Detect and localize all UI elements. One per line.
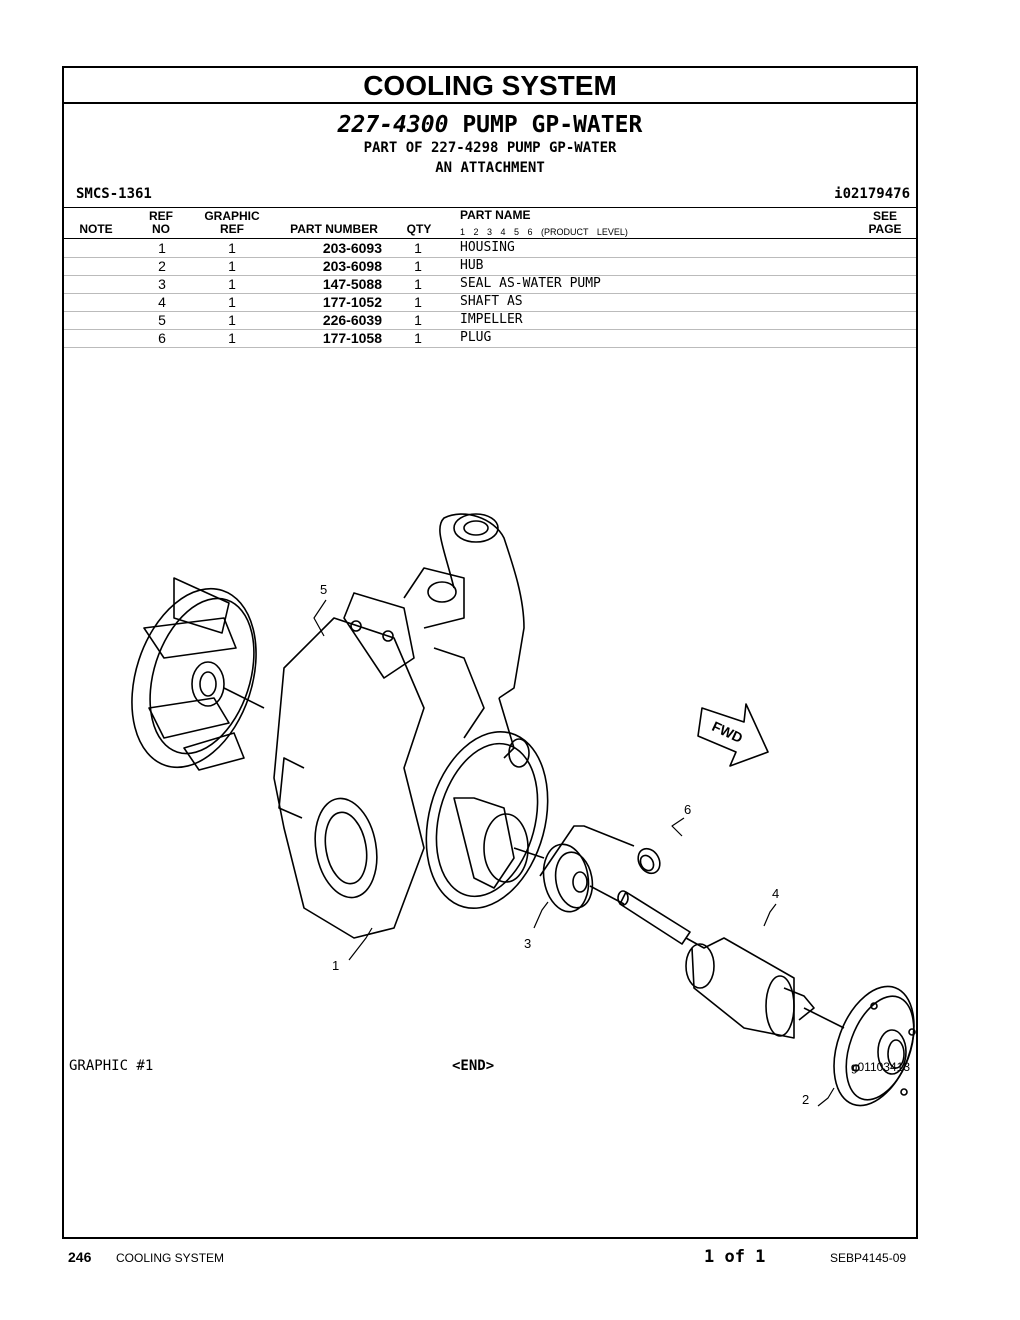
row-part-name: HUB xyxy=(460,258,484,273)
table-row: 6 1 177-1058 1 PLUG xyxy=(64,329,916,348)
smcs-code: SMCS-1361 xyxy=(76,186,152,202)
callout-6: 6 xyxy=(684,802,691,817)
col-part-name: PART NAME xyxy=(460,208,531,222)
fwd-arrow: FWD xyxy=(697,703,769,767)
row-ref: 5 xyxy=(158,312,166,328)
attachment-line: AN ATTACHMENT xyxy=(435,160,545,176)
row-part-name: SHAFT AS xyxy=(460,294,523,309)
seal-drawing xyxy=(513,843,625,913)
housing-drawing xyxy=(273,513,549,939)
row-graphic: 1 xyxy=(228,294,236,310)
table-row: 4 1 177-1052 1 SHAFT AS xyxy=(64,293,916,312)
graphic-id: g01103413 xyxy=(850,1060,910,1074)
col-see-bottom: PAGE xyxy=(868,222,902,236)
callout-5: 5 xyxy=(320,582,327,597)
table-row: 1 1 203-6093 1 HOUSING xyxy=(64,239,916,258)
row-ref: 3 xyxy=(158,276,166,292)
part-of-line: PART OF 227-4298 PUMP GP-WATER xyxy=(363,140,617,156)
col-note: NOTE xyxy=(79,222,113,236)
row-part-number: 177-1052 xyxy=(322,294,382,310)
end-marker: <END> xyxy=(452,1058,495,1074)
row-ref: 6 xyxy=(158,330,166,346)
row-qty: 1 xyxy=(414,312,422,328)
fwd-label: FWD xyxy=(710,718,746,746)
col-graphic-bottom: REF xyxy=(220,222,244,236)
table-row: 2 1 203-6098 1 HUB xyxy=(64,257,916,276)
table-row: 5 1 226-6039 1 IMPELLER xyxy=(64,311,916,330)
row-part-number: 147-5088 xyxy=(322,276,382,292)
row-part-number: 203-6098 xyxy=(322,258,382,274)
row-qty: 1 xyxy=(414,240,422,256)
row-ref: 2 xyxy=(158,258,166,274)
row-part-number: 177-1058 xyxy=(322,330,382,346)
row-qty: 1 xyxy=(414,330,422,346)
section-title: COOLING SYSTEM xyxy=(64,68,916,104)
col-qty: QTY xyxy=(406,222,432,236)
group-heading: 227-4300 PUMP GP-WATER xyxy=(64,112,916,138)
col-see-top: SEE xyxy=(872,209,897,223)
col-graphic: GRAPHIC REF xyxy=(198,210,266,236)
row-graphic: 1 xyxy=(228,258,236,274)
impeller-drawing xyxy=(131,577,265,771)
row-part-name: IMPELLER xyxy=(460,312,523,327)
group-part-number: 227-4300 xyxy=(337,112,449,138)
illustration-id: i02179476 xyxy=(834,186,910,202)
row-part-name: SEAL AS-WATER PUMP xyxy=(460,276,601,291)
row-part-name: PLUG xyxy=(460,330,492,345)
header-top-rule xyxy=(64,207,916,208)
footer-doc-id: SEBP4145-09 xyxy=(830,1251,907,1265)
row-qty: 1 xyxy=(414,258,422,274)
col-ref-bottom: NO xyxy=(152,222,170,236)
callout-leaders xyxy=(313,599,835,1107)
header-bottom-rule xyxy=(64,238,916,239)
shaft-drawing xyxy=(617,890,845,1039)
footer-page-number: 246 xyxy=(68,1249,92,1265)
row-graphic: 1 xyxy=(228,330,236,346)
col-ref: REF NO xyxy=(144,210,178,236)
col-part-number: PART NUMBER xyxy=(290,222,378,236)
row-graphic: 1 xyxy=(228,276,236,292)
row-part-number: 203-6093 xyxy=(322,240,382,256)
callout-3: 3 xyxy=(524,936,531,951)
callout-2: 2 xyxy=(802,1092,809,1107)
hub-drawing xyxy=(833,985,916,1107)
col-see-page: SEE PAGE xyxy=(860,210,910,236)
row-part-name: HOUSING xyxy=(460,240,515,255)
exploded-view-drawing: FWD 5 1 3 6 4 2 xyxy=(131,513,916,1107)
plug-drawing xyxy=(539,825,661,877)
row-qty: 1 xyxy=(414,294,422,310)
callout-1: 1 xyxy=(332,958,339,973)
row-ref: 4 xyxy=(158,294,166,310)
footer-section: COOLING SYSTEM xyxy=(116,1251,225,1265)
row-ref: 1 xyxy=(158,240,166,256)
product-levels: 1 2 3 4 5 6 (PRODUCT LEVEL) xyxy=(460,227,628,237)
row-part-number: 226-6039 xyxy=(322,312,382,328)
row-graphic: 1 xyxy=(228,312,236,328)
row-qty: 1 xyxy=(414,276,422,292)
callout-4: 4 xyxy=(772,886,779,901)
row-graphic: 1 xyxy=(228,240,236,256)
table-row: 3 1 147-5088 1 SEAL AS-WATER PUMP xyxy=(64,275,916,294)
graphic-label: GRAPHIC #1 xyxy=(69,1058,154,1074)
page-frame: COOLING SYSTEM 227-4300 PUMP GP-WATER PA… xyxy=(62,66,918,1239)
group-name: PUMP GP-WATER xyxy=(462,112,643,138)
col-graphic-top: GRAPHIC xyxy=(204,209,260,223)
col-ref-top: REF xyxy=(149,209,173,223)
footer-page-of: 1 of 1 xyxy=(704,1247,766,1267)
